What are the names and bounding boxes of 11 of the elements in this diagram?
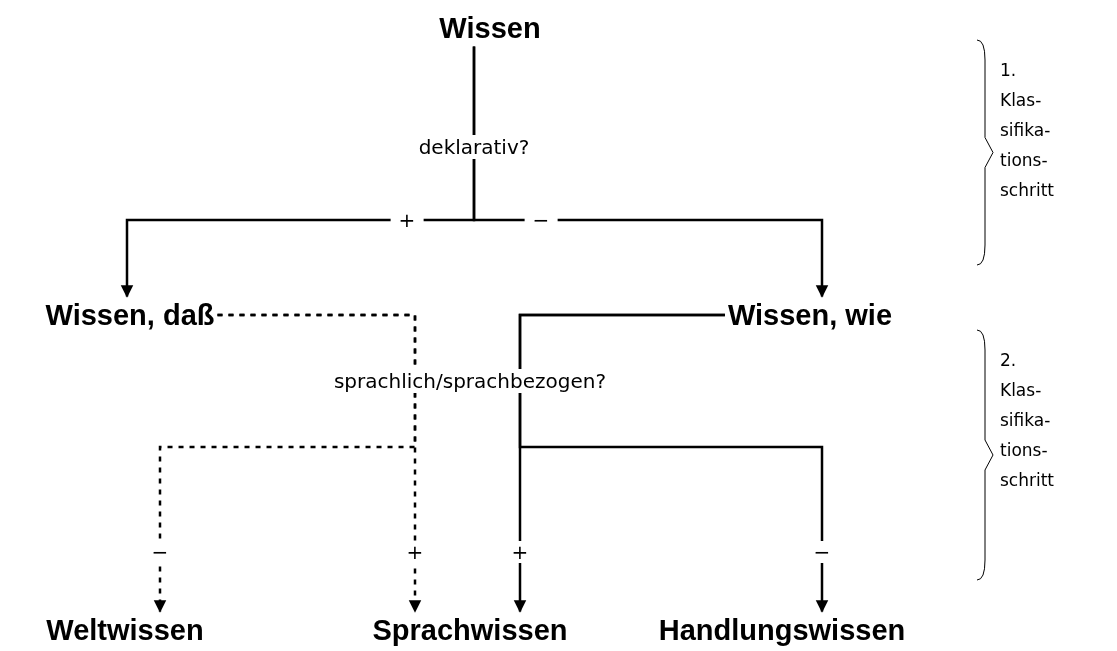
arrow — [518, 313, 829, 613]
arrow — [217, 313, 422, 613]
step-label: 1. Klas- sifika- tions- schritt — [1000, 59, 1056, 202]
concept-label: Weltwissen — [43, 611, 207, 649]
concept-label: Handlungswissen — [655, 611, 909, 649]
concept-label: Wissen, wie — [724, 296, 896, 334]
concept-label: Wissen, daß — [42, 296, 218, 334]
concept-label: Sprachwissen — [369, 611, 571, 649]
concept-label: Wissen — [436, 9, 544, 47]
step-label: 2. Klas- sifika- tions- schritt — [1000, 349, 1056, 492]
arrow — [472, 46, 829, 298]
